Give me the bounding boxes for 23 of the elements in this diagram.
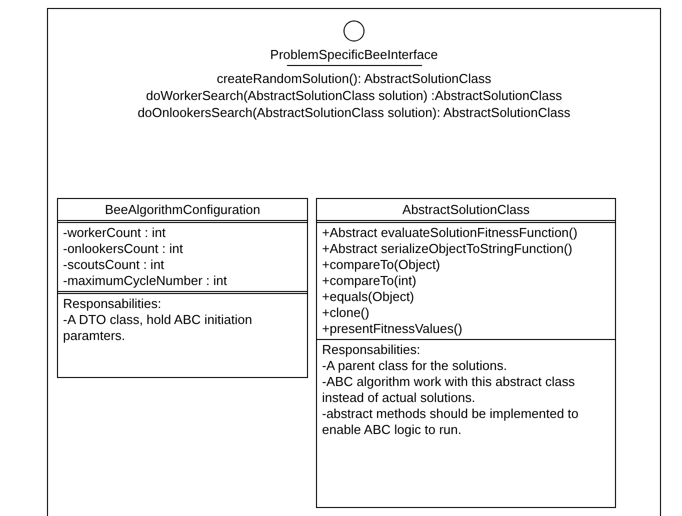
method-text: +presentFitnessValues(): [322, 321, 462, 337]
method-text: createRandomSolution(): AbstractSolutionClass: [216, 70, 492, 87]
attribute-text: -onlookersCount : int: [63, 241, 183, 257]
method-text: +Abstract evaluateSolutionFitnessFunction(): [322, 225, 578, 241]
method-text: +compareTo(Object): [322, 257, 440, 273]
method-text: +clone(): [322, 305, 370, 321]
method-text: +compareTo(int): [322, 273, 416, 289]
method-text: +Abstract serializeObjectToStringFunction(): [322, 241, 572, 257]
interface-name: ProblemSpecificBeeInterface: [270, 46, 438, 63]
section-heading: Responsabilities:: [322, 342, 420, 358]
method-text: doWorkerSearch(AbstractSolutionClass solution) :AbstractSolutionClass: [146, 87, 562, 104]
class-name: AbstractSolutionClass: [402, 202, 530, 218]
section-heading: Responsabilities:: [63, 296, 162, 312]
responsibility-text: -abstract methods should be implemented to enable ABC logic to run.: [322, 406, 580, 438]
responsibility-text: -A parent class for the solutions.: [322, 358, 507, 374]
responsibility-text: -ABC algorithm work with this abstract class instead of actual solutions.: [322, 374, 576, 406]
attribute-text: -workerCount : int: [63, 225, 166, 241]
class-name: BeeAlgorithmConfiguration: [104, 202, 260, 218]
attribute-text: -maximumCycleNumber : int: [63, 273, 227, 289]
method-text: doOnlookersSearch(AbstractSolutionClass solution): AbstractSolutionClass: [138, 104, 570, 121]
attribute-text: -scoutsCount : int: [63, 257, 164, 273]
method-text: +equals(Object): [322, 289, 414, 305]
responsibility-text: -A DTO class, hold ABC initiation paramters.: [63, 312, 254, 344]
